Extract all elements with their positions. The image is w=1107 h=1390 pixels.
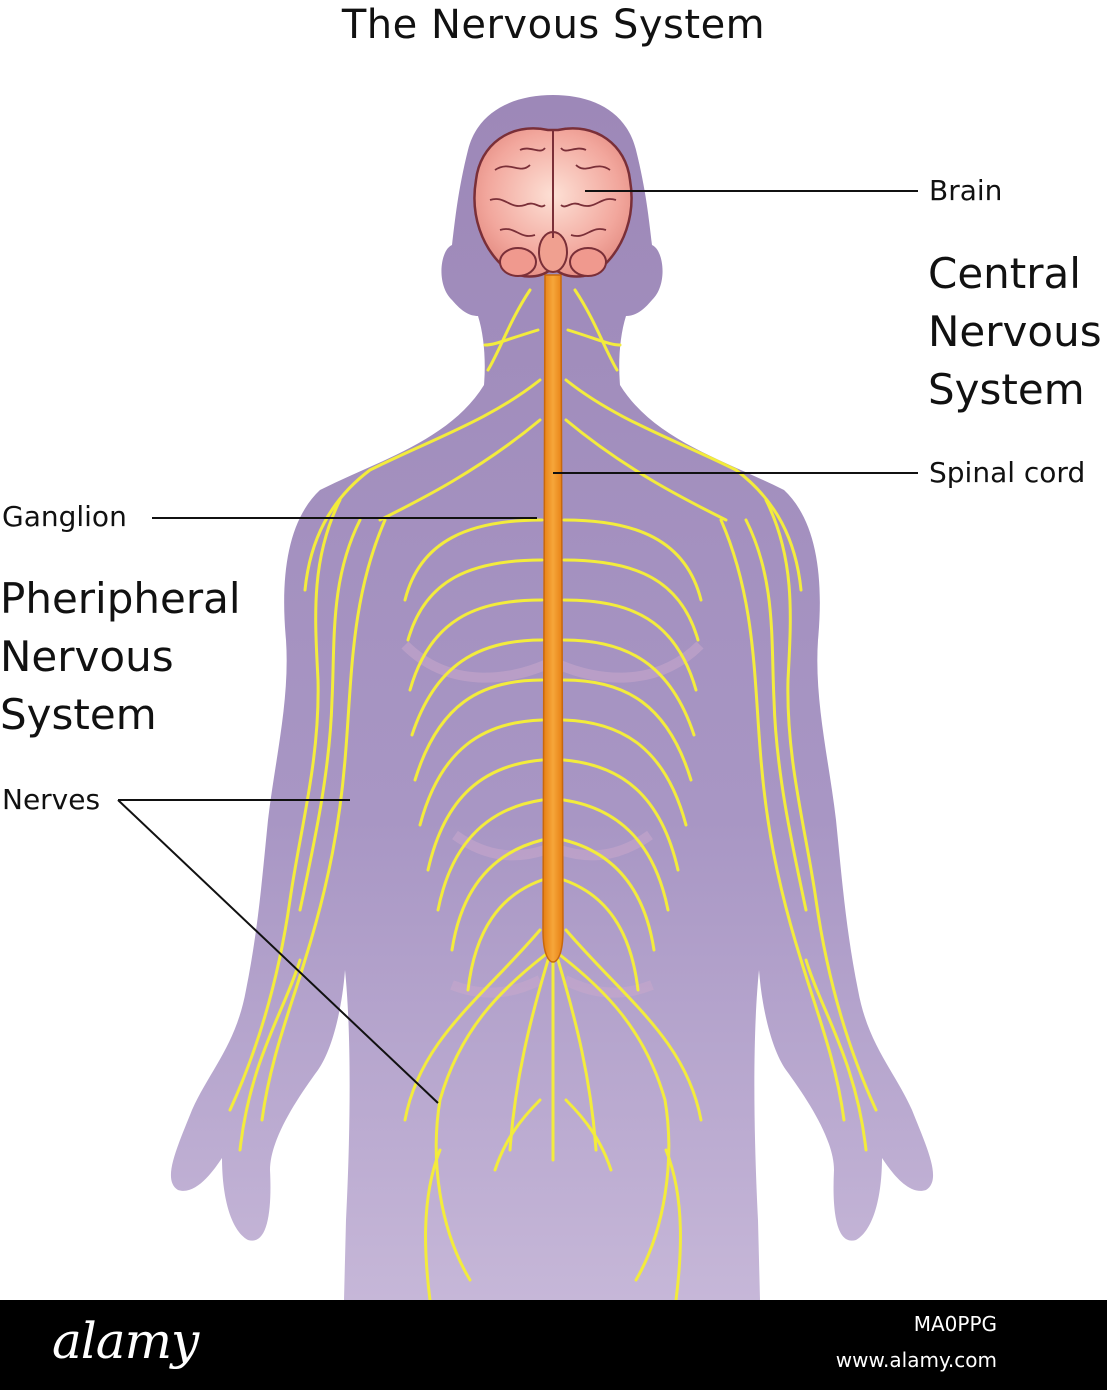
peripheral-line-2: Nervous — [0, 632, 174, 681]
nerves-leader-pelvis — [117, 799, 439, 1104]
nervous-system-figure — [117, 95, 934, 1300]
peripheral-nerves — [228, 288, 878, 1300]
central-line-1: Central — [928, 249, 1081, 298]
central-line-3: System — [928, 365, 1085, 414]
ganglion-label: Ganglion — [2, 500, 127, 533]
alamy-logo: alamy — [52, 1312, 199, 1370]
leader-lines — [117, 190, 918, 1104]
diagram-title: The Nervous System — [341, 2, 766, 48]
peripheral-line-3: System — [0, 690, 157, 739]
footer-url[interactable]: www.alamy.com — [835, 1348, 997, 1372]
spinal-cord — [542, 274, 564, 963]
spinal-cord-label: Spinal cord — [929, 456, 1086, 489]
peripheral-line-1: Pheripheral — [0, 574, 241, 623]
image-id: MA0PPG — [913, 1312, 997, 1336]
intercostal-nerves-right — [562, 518, 703, 992]
peripheral-nervous-system-heading: Pheripheral Nervous System — [0, 570, 241, 744]
brain-label: Brain — [929, 174, 1003, 207]
nerves-label: Nerves — [2, 783, 101, 816]
central-nervous-system-heading: Central Nervous System — [928, 245, 1102, 419]
brain — [473, 127, 633, 278]
central-line-2: Nervous — [928, 307, 1102, 356]
intercostal-nerves-left — [403, 518, 544, 992]
footer-bar: alamy MA0PPG www.alamy.com — [0, 1300, 1107, 1390]
